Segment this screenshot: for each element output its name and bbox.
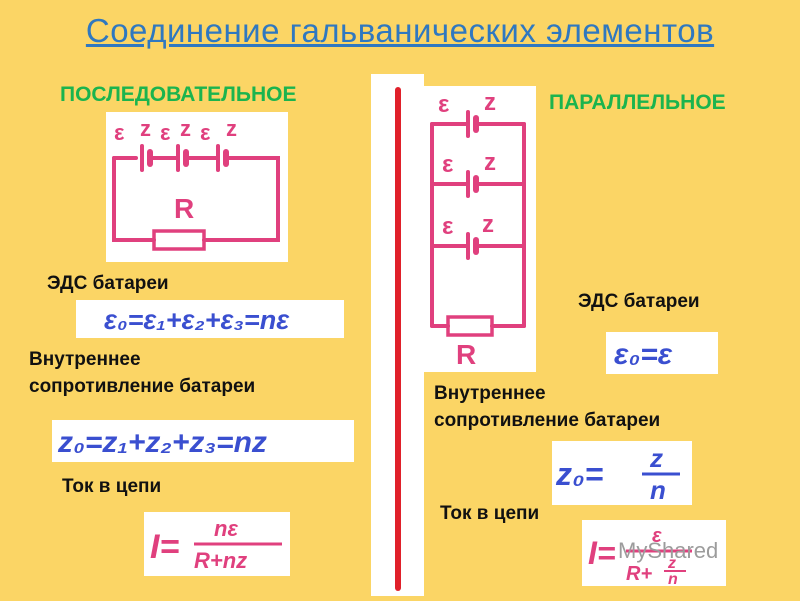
svg-text:z₀=: z₀= (555, 456, 603, 492)
parallel-resistance-formula-svg: z₀= z n (555, 443, 680, 505)
parallel-heading: ПАРАЛЛЕЛЬНОЕ (549, 91, 726, 114)
series-resistance-formula-svg: z₀=z₁+z₂+z₃=nz (57, 426, 267, 459)
series-current-formula: I= nε R+nz (144, 512, 290, 576)
page-title: Соединение гальванических элементов (85, 12, 715, 49)
parallel-emf-formula: ε₀=ε (606, 332, 718, 374)
series-resistance-label-line-2: сопротивление батареи (29, 376, 256, 397)
svg-text:z: z (484, 149, 496, 176)
parallel-resistance-label: Внутреннее сопротивление батареи (434, 380, 660, 434)
svg-text:ε: ε (438, 91, 449, 118)
svg-text:ε: ε (442, 213, 453, 240)
parallel-emf-label: ЭДС батареи (578, 291, 700, 312)
svg-text:R+: R+ (626, 563, 652, 585)
svg-text:n: n (668, 571, 678, 586)
svg-text:z: z (667, 555, 676, 572)
svg-text:z: z (180, 116, 191, 141)
svg-text:I=: I= (150, 528, 179, 566)
parallel-resistance-formula: z₀= z n (552, 441, 692, 505)
svg-text:z: z (140, 116, 151, 141)
svg-text:z₀=z₁+z₂+z₃=nz: z₀=z₁+z₂+z₃=nz (57, 426, 267, 459)
svg-text:z: z (226, 116, 237, 141)
svg-text:n: n (650, 475, 666, 505)
svg-text:nε: nε (214, 516, 238, 541)
series-current-formula-svg: I= nε R+nz (150, 516, 282, 573)
svg-text:ε₀=ε: ε₀=ε (614, 338, 673, 371)
svg-text:I=: I= (588, 535, 616, 571)
series-emf-formula-svg: ε₀=ε₁+ε₂+ε₃=nε (104, 305, 290, 335)
parallel-current-formula-svg: I= ε R+ z n (588, 525, 692, 588)
column-divider (371, 74, 424, 596)
svg-text:R+nz: R+nz (194, 548, 247, 573)
svg-text:z: z (482, 211, 494, 238)
svg-text:R: R (174, 193, 194, 224)
watermark-text: MyShared (618, 538, 719, 563)
svg-text:ε: ε (442, 151, 453, 178)
parallel-resistance-label-line-1: Внутреннее (434, 383, 546, 404)
svg-text:z: z (649, 443, 663, 473)
parallel-circuit-svg: ε z ε z ε z R (430, 89, 526, 370)
svg-text:ε: ε (200, 120, 211, 145)
svg-text:ε: ε (652, 525, 662, 547)
divider-line-svg (395, 87, 401, 591)
series-heading: ПОСЛЕДОВАТЕЛЬНОЕ (60, 83, 297, 106)
parallel-circuit-diagram: ε z ε z ε z R (424, 86, 536, 372)
svg-text:ε: ε (114, 120, 125, 145)
series-resistance-formula: z₀=z₁+z₂+z₃=nz (52, 420, 354, 462)
parallel-emf-formula-svg: ε₀=ε (614, 338, 673, 371)
svg-text:z: z (484, 89, 496, 116)
svg-text:ε₀=ε₁+ε₂+ε₃=nε: ε₀=ε₁+ε₂+ε₃=nε (104, 305, 290, 335)
series-resistance-label: Внутреннее сопротивление батареи (29, 346, 255, 400)
parallel-current-formula: I= ε R+ z n MyShared (582, 520, 726, 588)
series-emf-label: ЭДС батареи (47, 273, 169, 294)
parallel-resistance-label-line-2: сопротивление батареи (434, 410, 661, 431)
parallel-current-label: Ток в цепи (440, 503, 540, 524)
svg-text:ε: ε (160, 120, 171, 145)
series-current-label: Ток в цепи (62, 476, 162, 497)
series-emf-formula: ε₀=ε₁+ε₂+ε₃=nε (76, 300, 344, 338)
svg-text:R: R (456, 339, 476, 370)
series-resistance-label-line-1: Внутреннее (29, 349, 141, 370)
